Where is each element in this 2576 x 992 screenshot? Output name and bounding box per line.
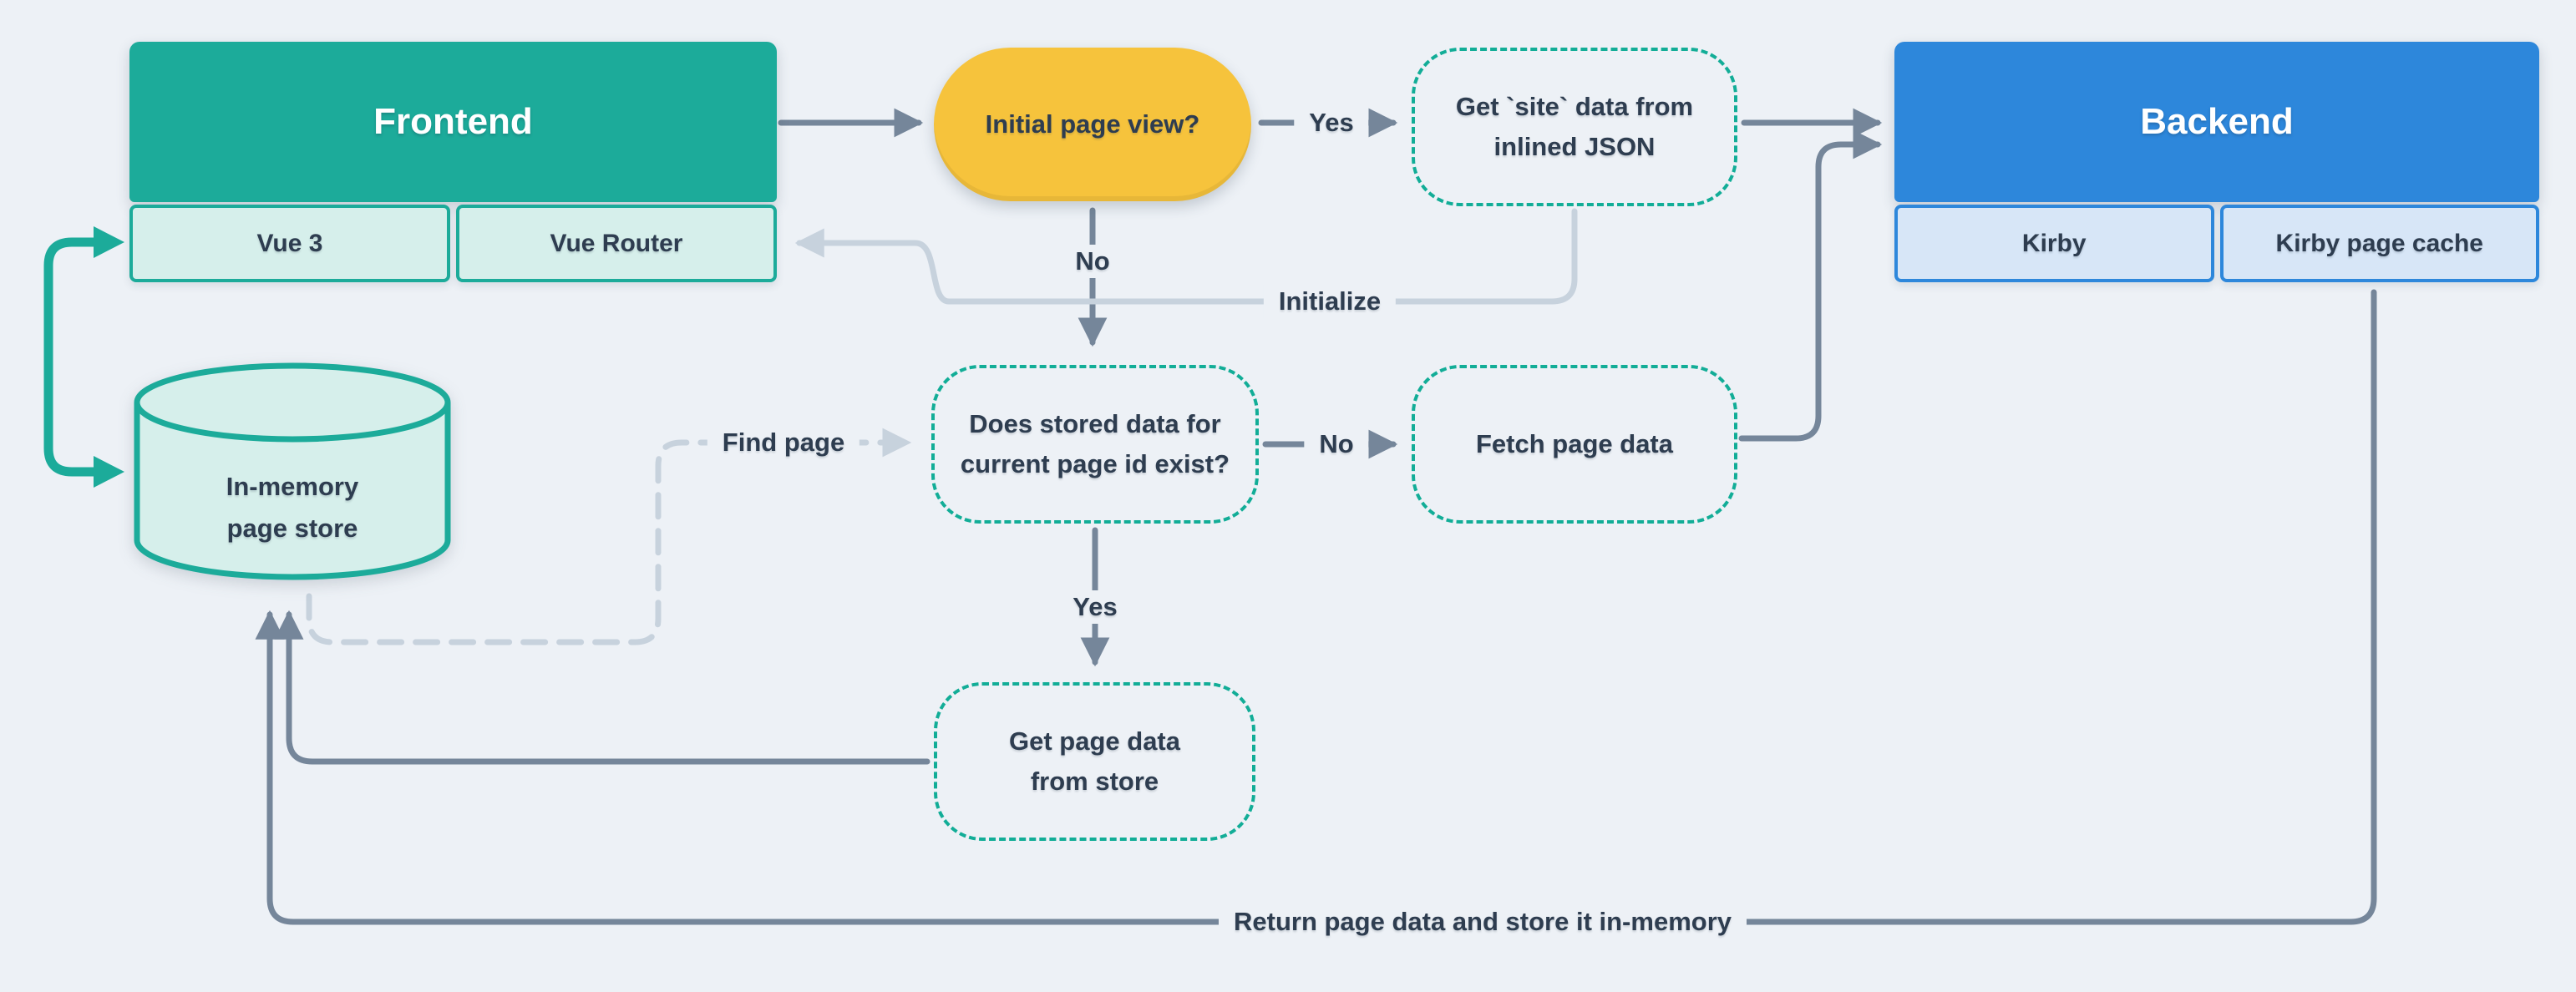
get-page-from-store-label: Get page data from store bbox=[1009, 726, 1180, 796]
edge-label-yes-initial: Yes bbox=[1294, 106, 1369, 139]
stored-data-decision-label: Does stored data for current page id exi… bbox=[960, 408, 1230, 478]
initial-page-view-decision: Initial page view? bbox=[934, 48, 1251, 201]
get-site-data-node: Get `site` data from inlined JSON bbox=[1412, 48, 1737, 206]
kirby-label: Kirby bbox=[2021, 229, 2087, 257]
backend-title: Backend bbox=[2140, 101, 2294, 142]
kirby-page-cache-box: Kirby page cache bbox=[2219, 205, 2539, 282]
edge-label-initialize: Initialize bbox=[1263, 285, 1397, 318]
database-cylinder-icon bbox=[134, 362, 451, 580]
backend-sub-row: Kirby Kirby page cache bbox=[1894, 205, 2539, 282]
fetch-page-data-node: Fetch page data bbox=[1412, 365, 1737, 524]
vue-router-box: Vue Router bbox=[456, 205, 777, 282]
edge-find-page-to-stored-decision bbox=[306, 428, 912, 645]
initial-page-view-label: Initial page view? bbox=[985, 109, 1200, 139]
vue3-box: Vue 3 bbox=[129, 205, 450, 282]
edge-vue3-page-store-link bbox=[43, 226, 124, 488]
edge-label-return-page: Return page data and store it in-memory bbox=[1219, 905, 1747, 939]
edge-fetch-to-backend bbox=[1738, 129, 1883, 442]
get-page-from-store-node: Get page data from store bbox=[934, 682, 1255, 841]
page-store-label: In-memory page store bbox=[226, 472, 359, 543]
teal-arrowhead-to-store bbox=[94, 456, 124, 488]
kirby-page-cache-label: Kirby page cache bbox=[2275, 229, 2483, 257]
frontend-box: Frontend bbox=[129, 42, 777, 202]
edge-initialize-to-vue-router bbox=[794, 208, 1578, 305]
backend-box: Backend bbox=[1894, 42, 2539, 202]
frontend-title: Frontend bbox=[373, 101, 533, 142]
frontend-sub-row: Vue 3 Vue Router bbox=[129, 205, 777, 282]
get-site-data-label: Get `site` data from inlined JSON bbox=[1455, 91, 1694, 161]
edge-get-from-store-to-page-store bbox=[274, 610, 931, 765]
edge-label-no-stored: No bbox=[1304, 428, 1369, 461]
fetch-page-data-label: Fetch page data bbox=[1476, 428, 1673, 458]
edge-label-no-initial: No bbox=[1060, 245, 1125, 278]
edge-label-find-page: Find page bbox=[707, 426, 860, 459]
edge-backend-return-to-page-store bbox=[255, 289, 2377, 925]
stored-data-decision-node: Does stored data for current page id exi… bbox=[931, 365, 1259, 524]
edge-label-yes-stored: Yes bbox=[1057, 590, 1133, 624]
kirby-box: Kirby bbox=[1894, 205, 2214, 282]
teal-arrowhead-to-vue3 bbox=[94, 226, 124, 258]
vue-router-label: Vue Router bbox=[550, 229, 683, 257]
vue3-label: Vue 3 bbox=[256, 229, 323, 257]
